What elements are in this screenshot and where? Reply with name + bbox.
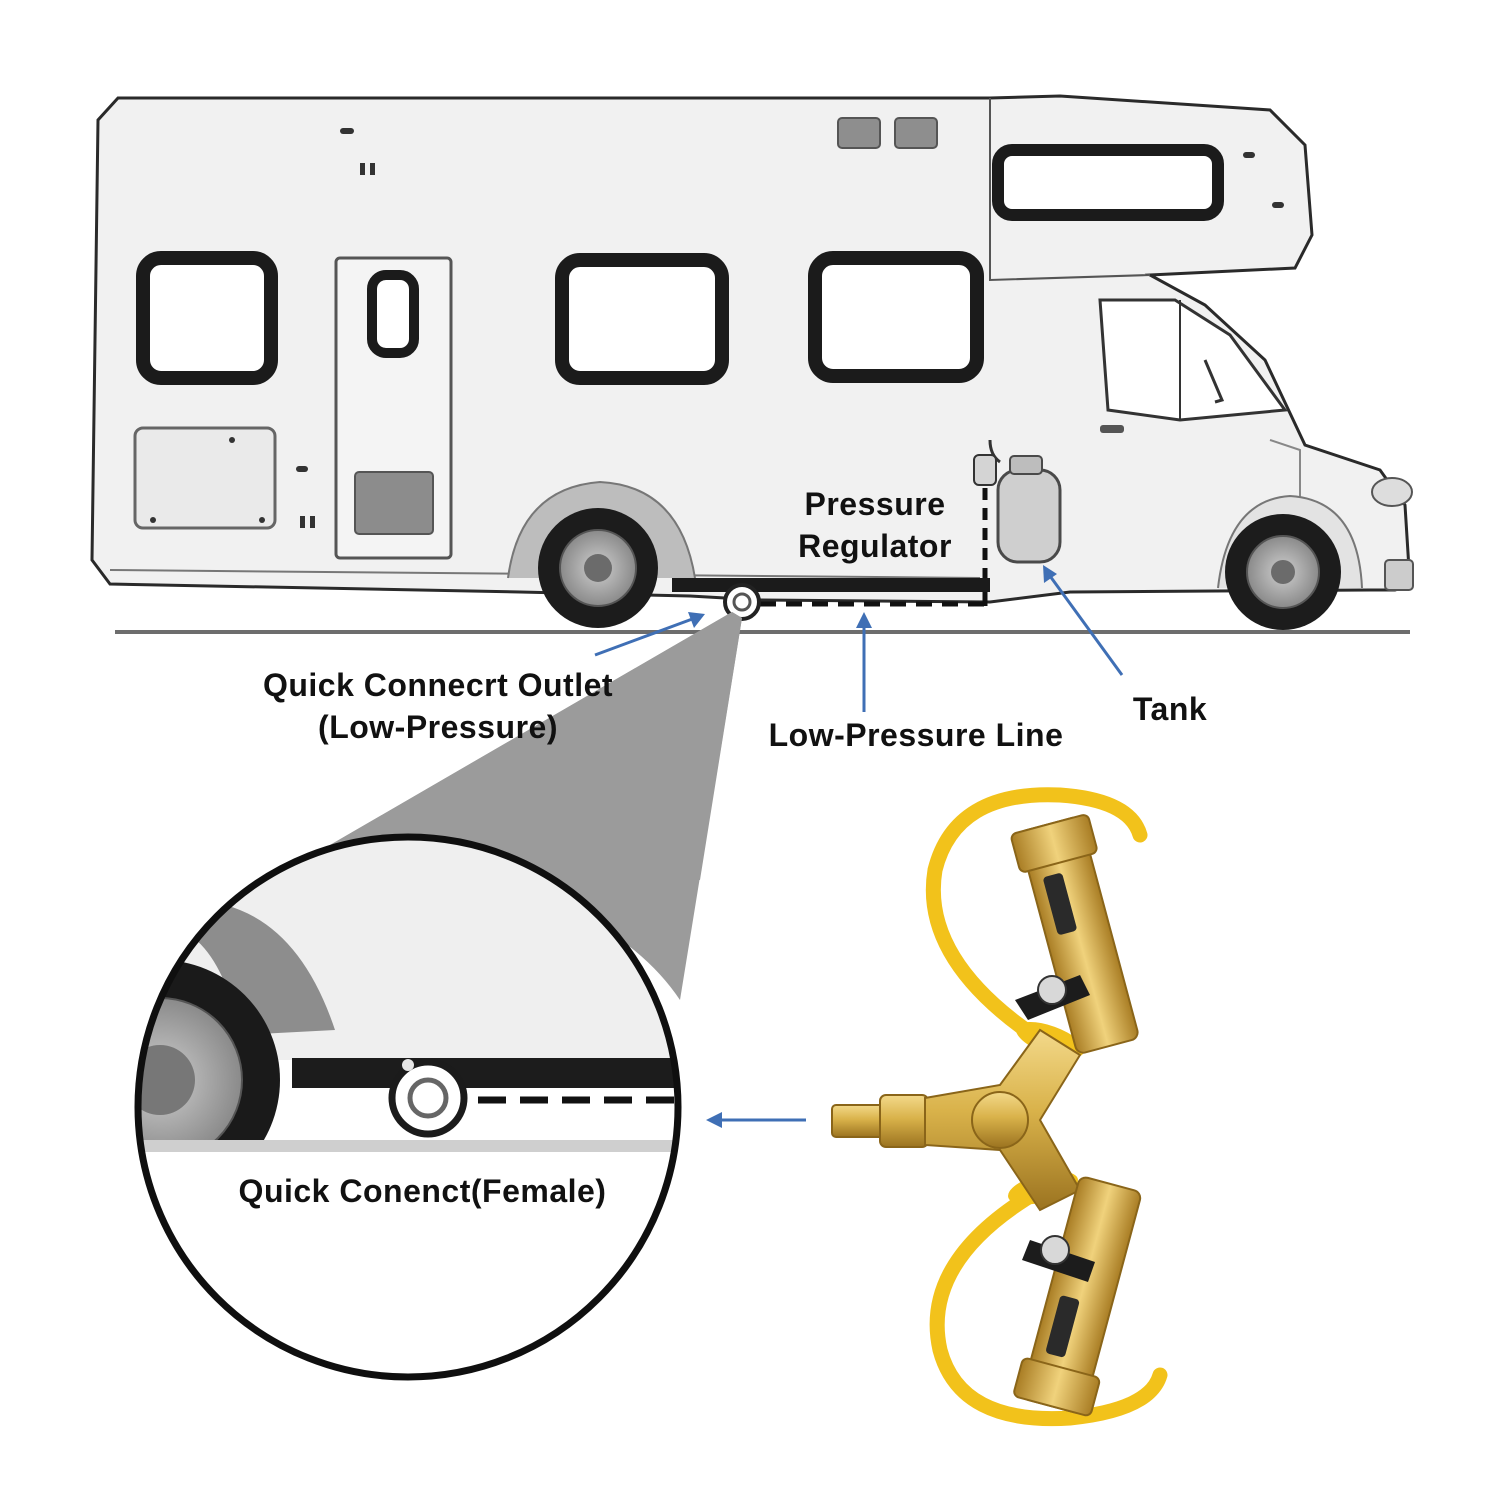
top-cap-strap <box>925 787 1148 1048</box>
body-markers <box>150 128 1284 528</box>
low-pressure-line-text: Low-Pressure Line <box>768 717 1064 753</box>
arrow-outlet <box>594 616 696 657</box>
pressure-regulator-line-1: Pressure <box>804 486 946 522</box>
cab-window <box>1098 298 1288 422</box>
upper-socket-slot <box>1043 873 1077 935</box>
upper-valve-screw <box>1037 975 1067 1005</box>
cab-divider <box>989 98 1151 282</box>
storage-hatch <box>133 426 277 530</box>
door-handle <box>1100 425 1124 433</box>
lower-socket-collar <box>1013 1357 1101 1417</box>
zoom-frame-rail <box>292 1058 678 1088</box>
low-pressure-line-label: Low-Pressure Line <box>738 714 1094 756</box>
headlight-icon <box>1371 477 1413 507</box>
plug-hex <box>879 1094 929 1148</box>
side-window-middle <box>555 253 729 385</box>
arrowhead-fitting <box>706 1112 722 1128</box>
socket-inner-ring <box>407 1077 449 1119</box>
tank-valve <box>1009 455 1043 475</box>
pressure-regulator-label: Pressure Regulator <box>770 483 980 567</box>
zoom-circle-border <box>134 833 682 1381</box>
zoom-cone-body <box>330 612 742 1000</box>
socket-bolt <box>402 1059 414 1071</box>
frame-rail <box>672 578 990 592</box>
outlet-label-line-1: Quick Connecrt Outlet <box>262 667 614 703</box>
arrowhead-tank <box>1043 565 1057 583</box>
quick-connect-outlet-label: Quick Connecrt Outlet (Low-Pressure) <box>218 664 658 748</box>
roof-vent <box>837 117 881 149</box>
side-window-front <box>808 251 984 383</box>
roof-vent <box>894 117 938 149</box>
rear-hub <box>584 554 612 582</box>
tank-text: Tank <box>1132 691 1208 727</box>
annotation-arrows <box>594 565 1124 1128</box>
arrowhead-outlet <box>688 612 705 628</box>
door-vent <box>354 471 434 535</box>
side-mirror-icon <box>1203 359 1225 404</box>
rv-illustration-icon <box>90 94 1414 634</box>
arrow-tank <box>1048 575 1124 676</box>
lower-socket-slot <box>1046 1295 1080 1358</box>
arrowhead-line <box>856 612 872 628</box>
tee-center <box>971 1091 1029 1149</box>
tank-label: Tank <box>1115 688 1225 730</box>
zoom-ground <box>138 1140 678 1152</box>
zoom-detail <box>134 833 682 1381</box>
upper-socket-collar <box>1010 814 1098 873</box>
outlet-inner-ring <box>732 592 752 612</box>
quick-connect-female-text: Quick Conenct(Female) <box>238 1173 607 1209</box>
pressure-regulator-icon <box>973 454 997 486</box>
door-window <box>367 270 419 358</box>
zoom-arch <box>190 905 335 1035</box>
front-bumper <box>1384 559 1414 591</box>
quick-connect-female-label: Quick Conenct(Female) <box>200 1170 645 1212</box>
cab-over-window <box>992 144 1224 221</box>
propane-tank-icon <box>996 468 1062 564</box>
bottom-cap-strap <box>929 1182 1168 1427</box>
outlet-label-line-2: (Low-Pressure) <box>318 709 558 745</box>
side-window-rear <box>136 251 278 385</box>
front-hub <box>1271 560 1295 584</box>
lower-valve-screw <box>1040 1235 1070 1265</box>
pressure-regulator-line-2: Regulator <box>798 528 952 564</box>
regulator-hose <box>988 439 1001 464</box>
y-splitter-brass-fitting-icon <box>831 787 1168 1427</box>
